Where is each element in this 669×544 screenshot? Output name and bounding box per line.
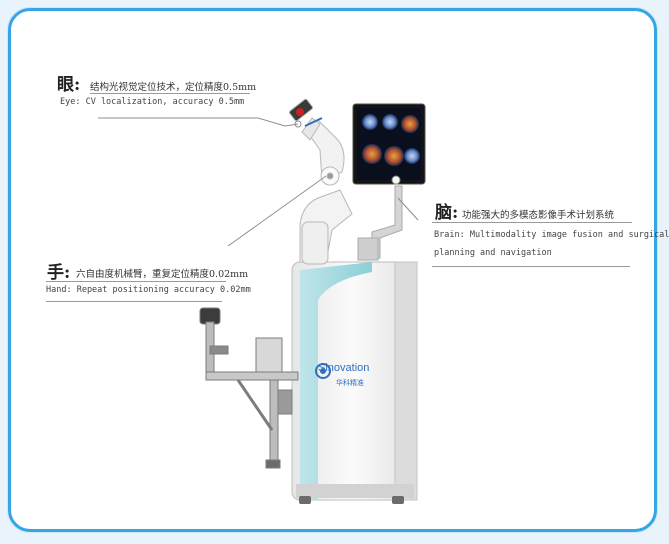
brain-description-en-1: Brain: Multimodality image fusion and su… [434,230,669,240]
hand-description-en: Hand: Repeat positioning accuracy 0.02mm [46,285,251,295]
brain-separator [432,222,632,223]
eye-description-cn: 结构光视觉定位技术，定位精度0.5mm [90,82,257,93]
hand-underline [46,301,222,302]
monitor [352,103,426,261]
hand-separator [46,281,226,282]
brand-logo-mark [315,363,331,379]
robot-cabinet [291,261,418,504]
brand-name-cn: 华科精准 [336,380,364,387]
brain-description-en-2: planning and navigation [434,248,552,258]
brain-description-cn: 功能强大的多模态影像手术计划系统 [462,210,615,221]
brain-underline [432,266,630,267]
hand-title: 手: [47,263,71,283]
eye-title: 眼: [57,75,81,95]
side-rod-assembly [199,307,299,469]
leader-lines [98,117,419,247]
eye-pointer-dot [294,120,302,128]
brain-title: 脑: [435,203,459,223]
hand-description-cn: 六自由度机械臂，重复定位精度0.02mm [76,269,249,280]
eye-separator [90,93,250,94]
brand-name: Sinovation [318,362,370,374]
robot-arm [288,98,353,265]
eye-description-en: Eye: CV localization, accuracy 0.5mm [60,97,245,107]
